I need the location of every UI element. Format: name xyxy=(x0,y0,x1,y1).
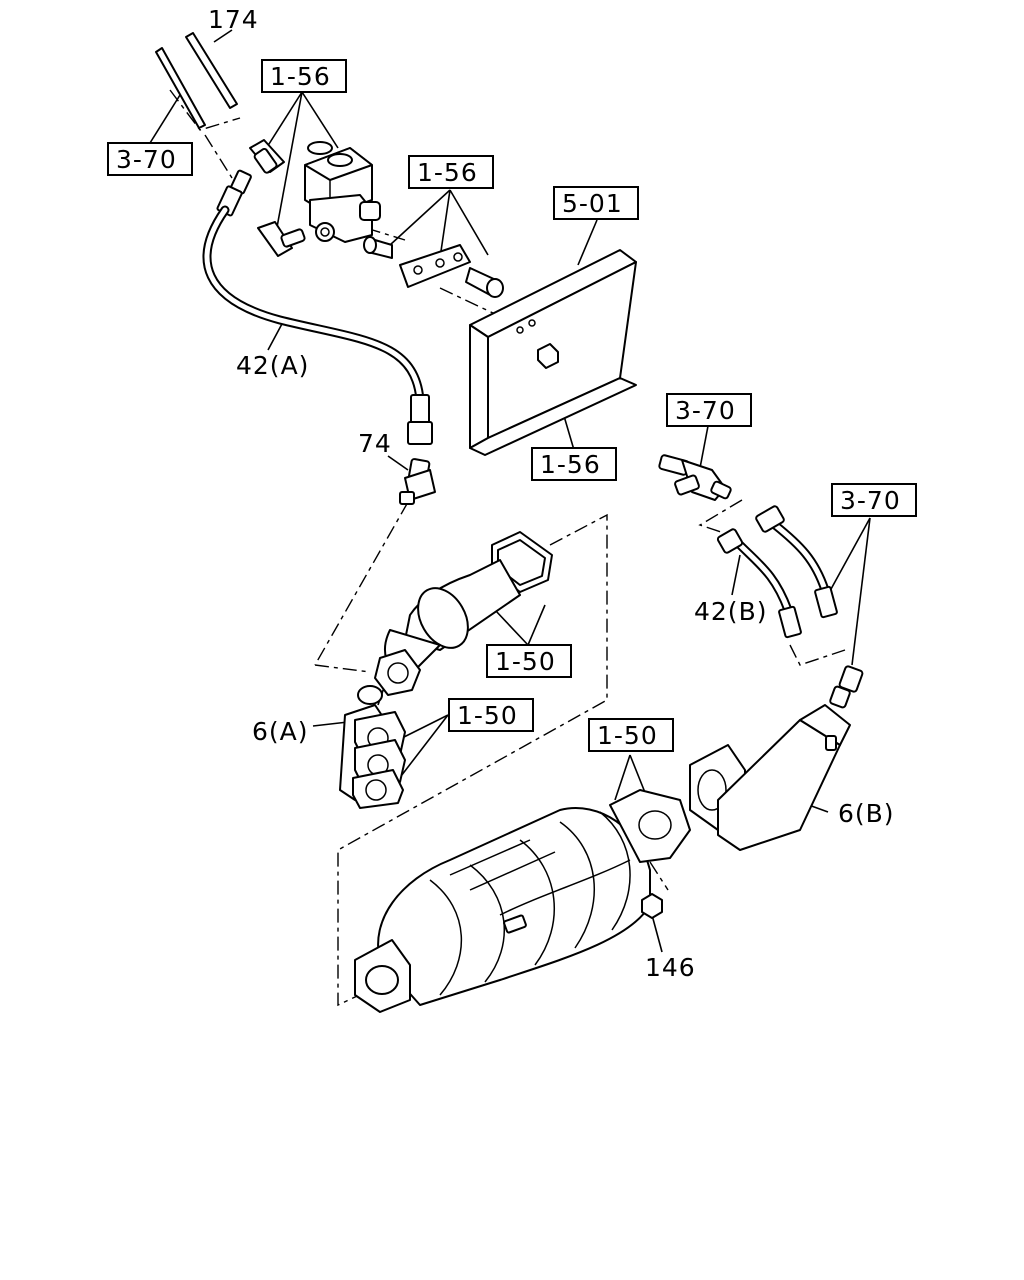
label-5-01: 5-01 xyxy=(562,189,623,218)
exhaust-pipe-assembly xyxy=(374,531,553,696)
ref-box-1-56-top xyxy=(261,59,347,93)
ref-box-3-70-top xyxy=(107,142,193,176)
flange-6b xyxy=(689,704,851,851)
ref-box-1-50-flange xyxy=(448,698,534,732)
ref-box-1-56-nut xyxy=(531,447,617,481)
ref-box-5-01 xyxy=(553,186,639,220)
ref-box-1-56-bracket xyxy=(408,155,494,189)
ref-box-3-70-tee xyxy=(666,393,752,427)
hose-protector-rods xyxy=(155,32,238,129)
mounting-bracket-bolts xyxy=(363,236,504,298)
hose-42a xyxy=(202,205,433,445)
label-174: 174 xyxy=(208,5,259,34)
label-6b: 6(B) xyxy=(838,799,895,828)
label-3-70-top: 3-70 xyxy=(116,145,177,174)
ref-box-3-70-right xyxy=(831,483,917,517)
dpf-canister xyxy=(354,789,691,1013)
label-3-70-right: 3-70 xyxy=(840,486,901,515)
label-3-70-tee: 3-70 xyxy=(675,396,736,425)
callouts: 174 1-56 3-70 1-56 5-01 42(A) 74 1-56 3-… xyxy=(107,5,917,982)
ref-box-1-50-dpf xyxy=(588,718,674,752)
label-1-56-nut: 1-56 xyxy=(540,450,601,479)
label-74: 74 xyxy=(358,429,392,458)
label-42b: 42(B) xyxy=(694,597,767,626)
ref-box-1-50-pipe xyxy=(486,644,572,678)
tee-fitting-right xyxy=(658,454,732,501)
solenoid-valve-assembly xyxy=(249,139,381,257)
label-146: 146 xyxy=(645,953,696,982)
label-42a: 42(A) xyxy=(236,351,309,380)
elbow-fitting-right xyxy=(829,665,864,709)
hoses-42b xyxy=(716,505,838,639)
label-6a: 6(A) xyxy=(252,717,309,746)
label-1-56-bracket: 1-56 xyxy=(417,158,478,187)
label-1-50-flange: 1-50 xyxy=(457,701,518,730)
label-1-50-pipe: 1-50 xyxy=(495,647,556,676)
tee-fitting-74 xyxy=(399,458,436,505)
frame-channel-5-01 xyxy=(469,249,637,456)
flange-6a xyxy=(339,685,406,809)
label-1-56-top: 1-56 xyxy=(270,62,331,91)
label-1-50-dpf: 1-50 xyxy=(597,721,658,750)
